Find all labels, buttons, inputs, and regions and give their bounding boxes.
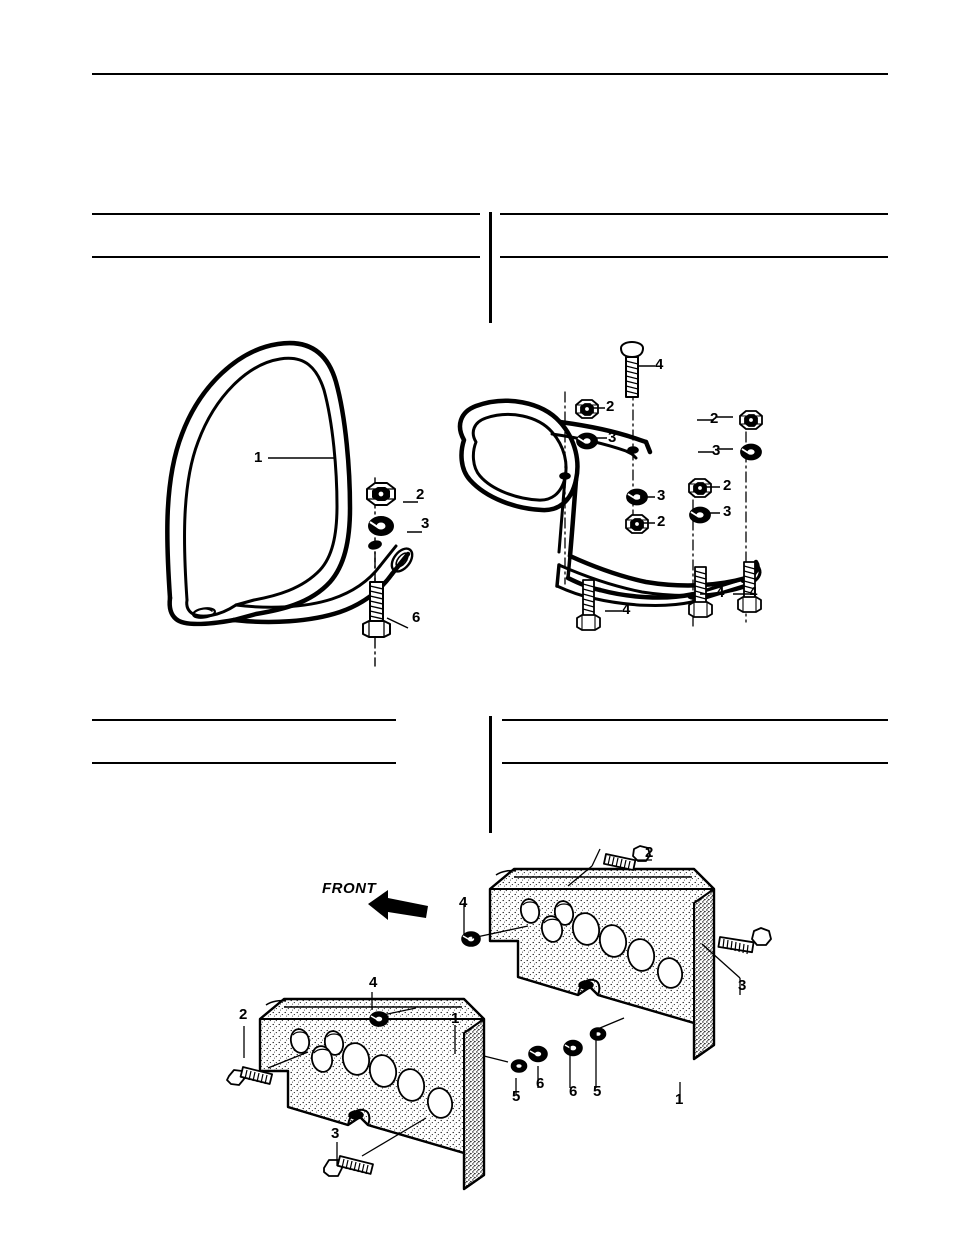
callout-ll-4: 4 bbox=[369, 974, 378, 991]
upper-column-divider bbox=[489, 212, 492, 323]
callout-upper-left-1: 1 bbox=[254, 449, 263, 466]
callout-ur-3-a: 3 bbox=[608, 429, 617, 446]
figure-weight-bracket-front bbox=[258, 997, 486, 1191]
callout-ll-3: 3 bbox=[331, 1125, 340, 1142]
callout-lr-6: 6 bbox=[569, 1083, 578, 1100]
callout-ll-6: 6 bbox=[536, 1075, 545, 1092]
washer-icon-ll-5 bbox=[510, 1059, 528, 1073]
callout-ur-4-d: 4 bbox=[749, 584, 758, 601]
upper-left-table-top-rule bbox=[92, 213, 480, 215]
upper-right-table-mid-rule bbox=[500, 256, 888, 258]
nut-icon-lr-6 bbox=[563, 1039, 583, 1057]
callout-ll-5: 5 bbox=[512, 1088, 521, 1105]
leader-lines-upper-right-left-side bbox=[717, 416, 733, 450]
callout-ur-2-b: 2 bbox=[710, 410, 719, 427]
nut-icon-ll-6 bbox=[528, 1045, 548, 1063]
hex-bolt-icon-ur-2 bbox=[688, 566, 713, 618]
hex-nut-icon-ur-d bbox=[688, 478, 712, 498]
hex-bolt-icon-lr-2 bbox=[603, 845, 651, 871]
hex-nut-icon-ur-c bbox=[625, 514, 649, 534]
callout-ur-4-top: 4 bbox=[655, 356, 664, 373]
lower-right-table-top-rule bbox=[502, 719, 888, 721]
flange-nut-icon-ll-4 bbox=[369, 1011, 389, 1027]
lower-left-table-top-rule bbox=[92, 719, 396, 721]
callout-lr-4: 4 bbox=[459, 894, 468, 911]
leader-lines-upper-right bbox=[590, 365, 749, 612]
hex-nut-icon-ur-b bbox=[739, 410, 763, 430]
callout-ur-3-b: 3 bbox=[712, 442, 721, 459]
leader-lines-lower-left bbox=[243, 992, 539, 1166]
hex-bolt-icon-ur-1 bbox=[576, 579, 601, 631]
hex-bolt-icon-upper-left bbox=[362, 581, 391, 638]
callout-lr-2: 2 bbox=[645, 844, 654, 861]
callout-ur-4-b: 4 bbox=[622, 601, 631, 618]
page-top-rule bbox=[92, 73, 888, 75]
hex-nut-icon-ur-a bbox=[575, 399, 599, 419]
callout-ur-2-c: 2 bbox=[657, 513, 666, 530]
lower-right-table-mid-rule bbox=[502, 762, 888, 764]
lock-washer-icon-upper-left bbox=[368, 516, 394, 536]
front-orientation-label: FRONT bbox=[322, 880, 377, 897]
lock-washer-icon-ur-b bbox=[740, 443, 762, 461]
upper-right-table-top-rule bbox=[500, 213, 888, 215]
hex-bolt-icon-ll-2 bbox=[226, 1066, 274, 1086]
lock-washer-icon-ur-d bbox=[689, 506, 711, 524]
leader-lines-lower-right bbox=[463, 848, 741, 1102]
flange-nut-icon-lr-4 bbox=[461, 931, 481, 947]
callout-lr-1: 1 bbox=[675, 1091, 684, 1108]
callout-ur-4-c: 4 bbox=[716, 584, 725, 601]
arrow-left-icon bbox=[368, 890, 428, 920]
hex-bolt-icon-ll-3 bbox=[323, 1155, 374, 1177]
leader-lines-upper-left bbox=[268, 457, 422, 629]
carriage-bolt-icon-ur-top bbox=[620, 341, 644, 398]
callout-ur-3-c: 3 bbox=[657, 487, 666, 504]
callout-lr-5: 5 bbox=[593, 1083, 602, 1100]
callout-lr-3: 3 bbox=[738, 977, 747, 994]
hex-bolt-icon-lr-3 bbox=[717, 927, 772, 955]
callout-upper-left-3: 3 bbox=[421, 515, 430, 532]
callout-ur-3-d: 3 bbox=[723, 503, 732, 520]
callout-ll-2: 2 bbox=[239, 1006, 248, 1023]
lower-left-table-mid-rule bbox=[92, 762, 396, 764]
callout-ur-2-d: 2 bbox=[723, 477, 732, 494]
callout-upper-left-6: 6 bbox=[412, 609, 421, 626]
hex-bolt-icon-ur-3 bbox=[737, 561, 762, 613]
upper-left-table-mid-rule bbox=[92, 256, 480, 258]
callout-ll-1: 1 bbox=[451, 1010, 460, 1027]
callout-upper-left-2: 2 bbox=[416, 486, 425, 503]
lower-column-divider bbox=[489, 716, 492, 833]
hex-nut-icon-upper-left bbox=[366, 482, 396, 506]
callout-ur-2-a: 2 bbox=[606, 398, 615, 415]
lock-washer-icon-ur-c bbox=[626, 488, 648, 506]
figure-weight-bracket-rear bbox=[488, 867, 716, 1061]
